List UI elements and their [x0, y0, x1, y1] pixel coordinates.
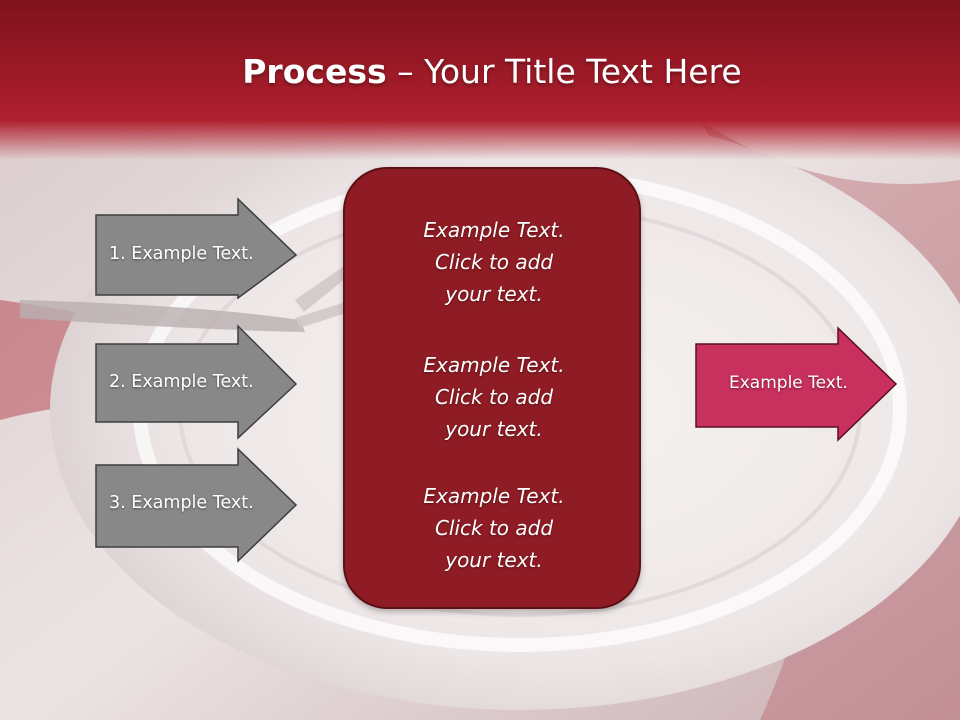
output-label: Example Text. [729, 373, 848, 393]
center-block-3-line-3: your text. [445, 548, 543, 572]
center-block-3-line-1: Example Text. [423, 484, 565, 508]
title-rest: – Your Title Text Here [386, 52, 742, 91]
center-block-2-line-2: Click to add [434, 385, 554, 409]
center-block-1-line-2: Click to add [434, 250, 554, 274]
center-block-2: Example Text. Click to add your text. [345, 349, 643, 445]
step-label-1: 1. Example Text. [109, 244, 254, 264]
center-block-1-line-3: your text. [445, 282, 543, 306]
center-block-1: Example Text. Click to add your text. [345, 214, 643, 310]
step-label-2: 2. Example Text. [109, 372, 254, 392]
center-block-2-line-1: Example Text. [423, 353, 565, 377]
step-label-3: 3. Example Text. [109, 493, 254, 513]
center-text-box[interactable]: Example Text. Click to add your text. Ex… [343, 167, 641, 609]
center-block-2-line-3: your text. [445, 417, 543, 441]
step-arrow-3[interactable] [94, 447, 300, 565]
step-arrow-2[interactable] [94, 324, 300, 441]
center-block-1-line-1: Example Text. [423, 218, 565, 242]
step-arrow-1[interactable] [94, 197, 300, 300]
output-arrow[interactable] [694, 326, 900, 444]
page-title: Process – Your Title Text Here [0, 52, 960, 91]
center-block-3-line-2: Click to add [434, 516, 554, 540]
title-bold: Process [242, 52, 387, 91]
center-block-3: Example Text. Click to add your text. [345, 480, 643, 576]
